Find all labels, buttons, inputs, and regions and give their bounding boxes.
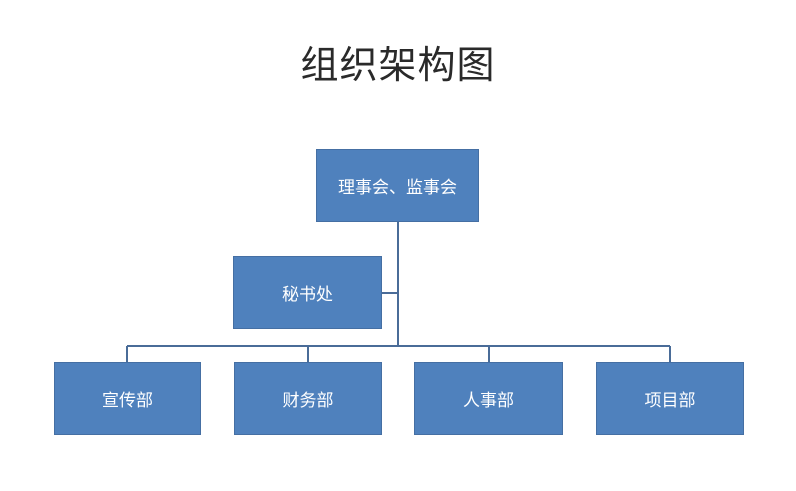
node-hr-label: 人事部 (463, 391, 514, 411)
node-publicity-label: 宣传部 (102, 391, 153, 411)
node-finance-label: 财务部 (282, 391, 334, 411)
node-project[interactable]: 项目部 (596, 362, 744, 435)
node-project-label: 项目部 (644, 391, 696, 411)
node-board-label: 理事会、监事会 (338, 178, 457, 198)
node-finance[interactable]: 财务部 (234, 362, 382, 435)
node-secretariat-label: 秘书处 (282, 285, 333, 305)
page-title: 组织架构图 (300, 43, 496, 87)
node-secretariat[interactable]: 秘书处 (233, 256, 382, 329)
node-publicity[interactable]: 宣传部 (54, 362, 201, 435)
node-board[interactable]: 理事会、监事会 (316, 149, 479, 222)
node-hr[interactable]: 人事部 (414, 362, 563, 435)
